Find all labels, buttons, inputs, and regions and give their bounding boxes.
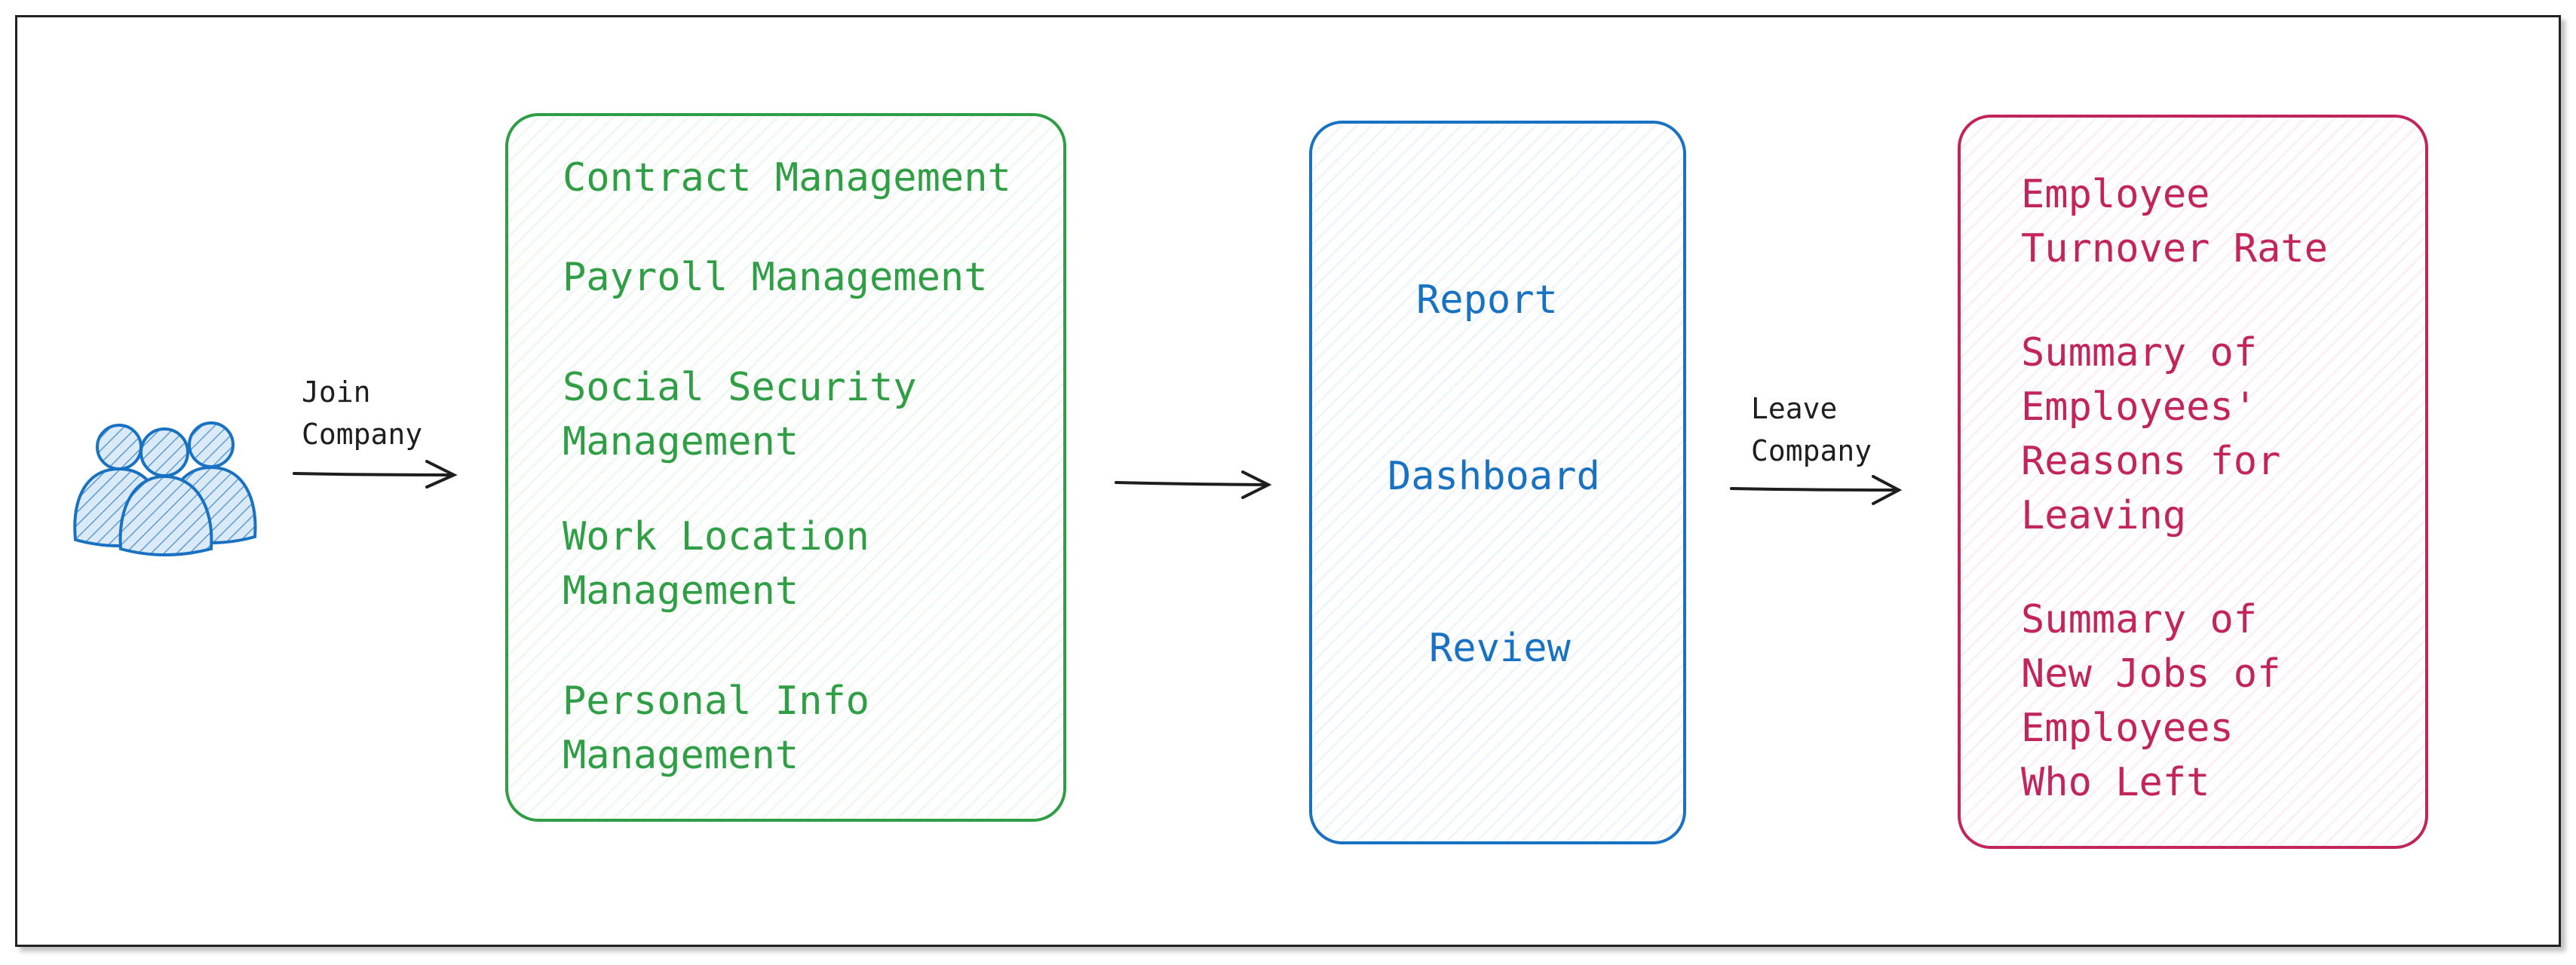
leave-company-label: Leave Company bbox=[1751, 392, 1872, 467]
employment-management-box bbox=[505, 113, 1066, 822]
onboarding-to-analytics-arrow bbox=[1115, 470, 1272, 499]
payroll-management-item: Payroll Management bbox=[563, 255, 988, 300]
turnover-rate-item: Employee Turnover Rate bbox=[2021, 172, 2328, 271]
new-jobs-summary-item: Summary of New Jobs of Employees Who Lef… bbox=[2021, 597, 2281, 805]
leave-arrow bbox=[1730, 475, 1903, 505]
work-location-management-item: Work Location Management bbox=[563, 514, 869, 614]
social-security-management-item: Social Security Management bbox=[563, 365, 917, 464]
analytics-box bbox=[1309, 121, 1686, 844]
leaving-reasons-summary-item: Summary of Employees' Reasons for Leavin… bbox=[2021, 330, 2281, 538]
report-item: Report bbox=[1416, 277, 1558, 323]
join-arrow bbox=[293, 460, 458, 489]
review-item: Review bbox=[1429, 626, 1571, 671]
dashboard-item: Dashboard bbox=[1388, 454, 1600, 499]
offboarding-analysis-box bbox=[1958, 115, 2428, 849]
contract-management-item: Contract Management bbox=[563, 155, 1011, 201]
join-company-label: Join Company bbox=[302, 375, 423, 451]
personal-info-management-item: Personal Info Management bbox=[563, 679, 869, 778]
